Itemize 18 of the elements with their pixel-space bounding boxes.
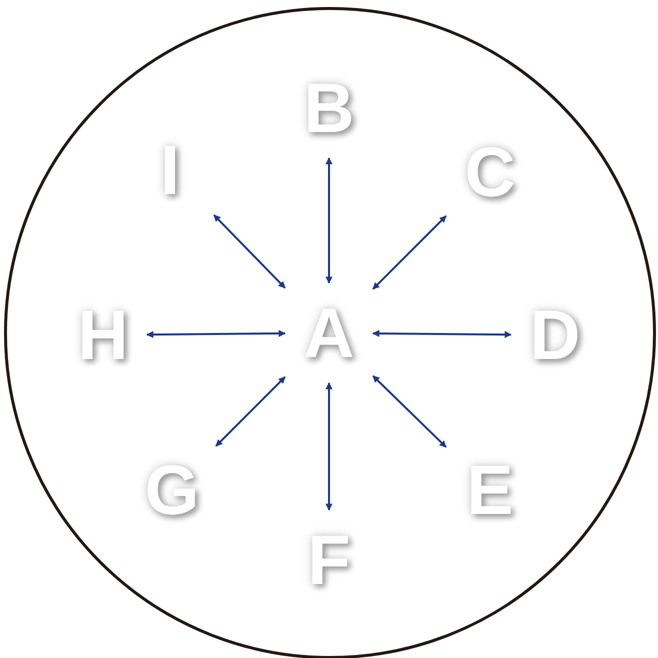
double-arrow <box>215 376 286 447</box>
double-arrow <box>326 382 332 511</box>
circle-outline <box>4 6 656 658</box>
letter-label: F <box>284 510 373 610</box>
letter-label: H <box>58 284 147 385</box>
letter-label: E <box>446 440 534 540</box>
double-arrow <box>372 375 447 448</box>
letter-label: I <box>126 120 214 220</box>
double-arrow <box>372 215 447 290</box>
double-arrow <box>372 330 512 338</box>
letter-label: C <box>446 122 534 222</box>
double-arrow <box>326 157 332 284</box>
letter-label: A <box>284 282 373 383</box>
double-arrow <box>213 214 286 289</box>
letter-label: G <box>128 440 216 540</box>
letter-label: D <box>510 284 599 385</box>
letter-label: B <box>284 58 373 158</box>
double-arrow <box>146 330 286 338</box>
